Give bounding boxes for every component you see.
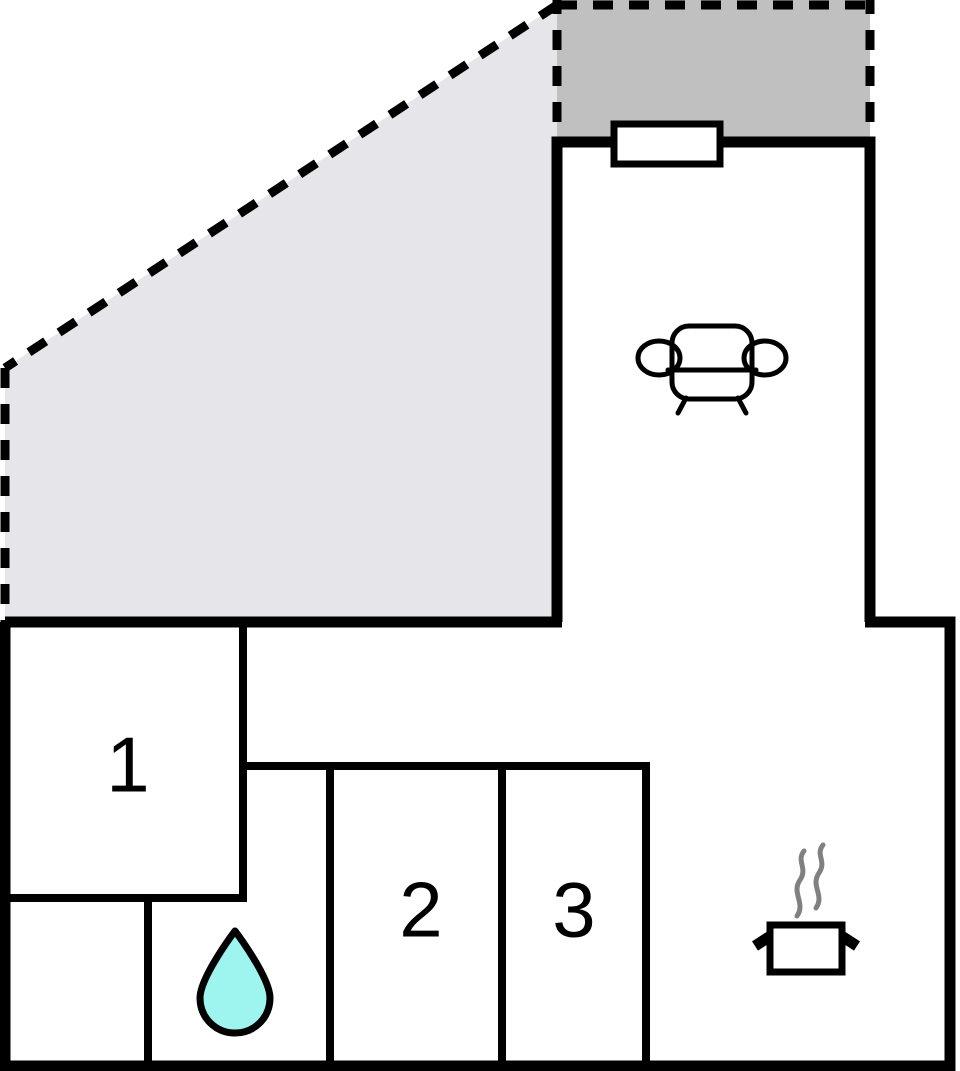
wall-right-step [865,616,956,1071]
stove-pot-icon [752,842,860,976]
sofa-icon [635,323,789,416]
sloped-ceiling-area [5,5,557,622]
sofa-body [669,323,755,373]
balcony-dashed-outline [552,0,875,142]
pot-body [766,921,846,976]
sofa-armrest-right [741,338,789,378]
sofa-armrest-left [635,338,683,378]
sloped-area-dashed-outline [0,1,560,622]
room-number-2: 2 [399,866,442,954]
room-number-3: 3 [552,866,595,954]
room-number-1: 1 [106,721,149,809]
sofa-leg-left [675,395,689,416]
interior-room-fills [10,148,950,1069]
sofa-seat [669,367,755,402]
steam-line-left [794,848,807,919]
sofa-leg-right [735,395,749,416]
steam-line-right [813,842,826,911]
entry-door[interactable] [610,120,724,168]
water-drop-icon [196,927,274,1037]
balcony-terrace [557,0,870,142]
interior-walls [5,624,650,1069]
